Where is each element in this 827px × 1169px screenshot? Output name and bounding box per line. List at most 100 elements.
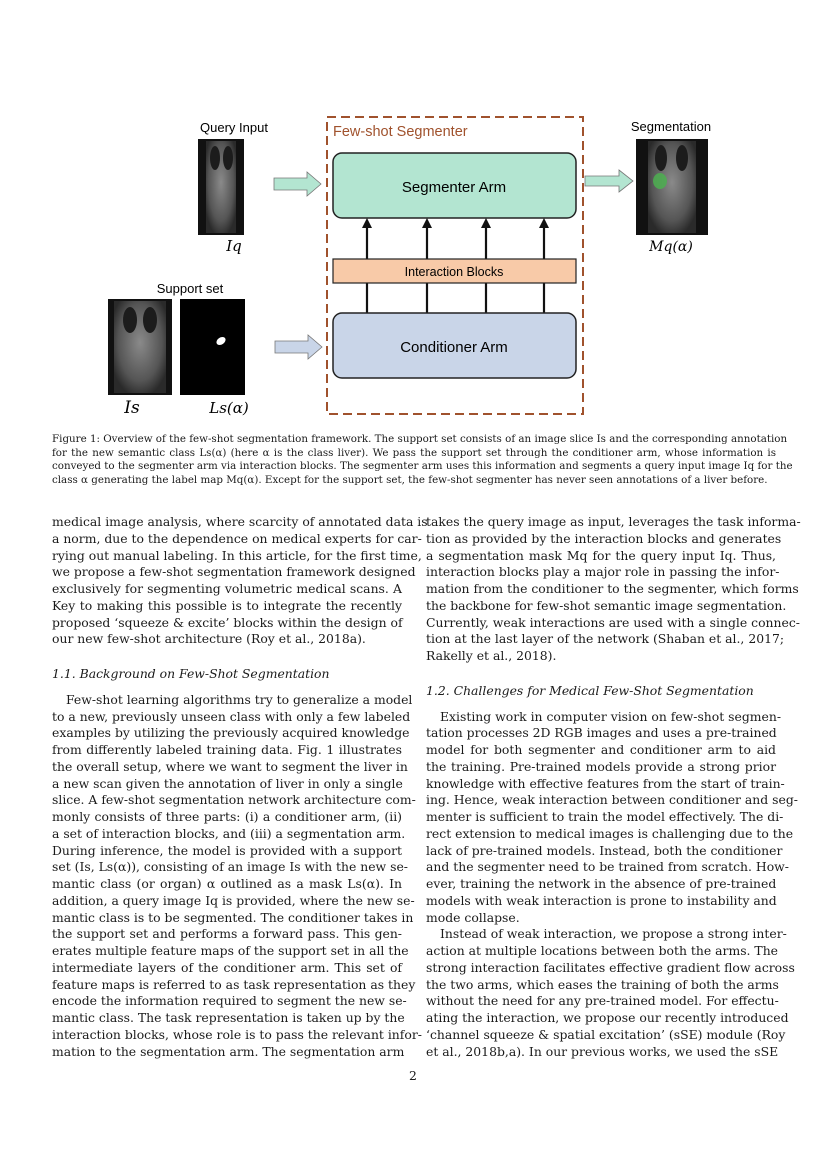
conditioner-arm-label: Conditioner Arm bbox=[400, 339, 508, 356]
text-line: without the need for any pre-trained mod… bbox=[426, 993, 779, 1009]
text-line: mantic class is to be segmented. The con… bbox=[52, 909, 414, 925]
page-number: 2 bbox=[409, 1068, 417, 1083]
text-line: strong interaction facilitates effective… bbox=[426, 959, 795, 975]
text-line: tion at the last layer of the network (S… bbox=[426, 631, 785, 647]
section-heading: 1.1. Background on Few-Shot Segmentation bbox=[52, 666, 330, 681]
text-line: model for both segmenter and conditioner… bbox=[426, 742, 776, 757]
text-line: tion as provided by the interaction bloc… bbox=[426, 530, 782, 546]
text-line: the overall setup, where we want to segm… bbox=[52, 758, 408, 774]
text-line: interaction blocks play a major role in … bbox=[426, 564, 780, 580]
text-line: Few-shot learning algorithms try to gene… bbox=[66, 691, 413, 707]
text-line: examples by utilizing the previously acq… bbox=[52, 725, 410, 741]
text-line: Key to making this possible is to integr… bbox=[52, 597, 402, 613]
spacer bbox=[426, 674, 776, 683]
interaction-blocks-label: Interaction Blocks bbox=[405, 265, 504, 279]
support-set-label: Support set bbox=[157, 281, 224, 296]
text-line: action at multiple locations between bot… bbox=[426, 943, 779, 958]
text-line: interaction blocks, whose role is to pas… bbox=[52, 1026, 422, 1042]
text-line: to a new, previously unseen class with o… bbox=[52, 708, 411, 724]
text-line: mode collapse. bbox=[426, 909, 520, 925]
text-line: from differently labeled training data. … bbox=[52, 742, 402, 757]
text-line: lack of pre-trained models. Instead, bot… bbox=[426, 842, 783, 858]
figure-caption: Figure 1: Overview of the few-shot segme… bbox=[52, 433, 793, 487]
text-line: addition, a query image Iq is provided, … bbox=[52, 892, 415, 908]
text-line: the backbone for few-shot semantic image… bbox=[426, 597, 787, 613]
text-line: the support set and performs a forward p… bbox=[52, 926, 402, 942]
support-mask-symbol: Ls(α) bbox=[208, 399, 249, 417]
text-line: ing. Hence, weak interaction between con… bbox=[426, 792, 798, 808]
few-shot-segmenter-title: Few-shot Segmenter bbox=[333, 124, 468, 140]
text-line: knowledge with effective features from t… bbox=[426, 775, 785, 791]
text-line: ever, training the network in the absenc… bbox=[426, 876, 777, 891]
text-line: Rakelly et al., 2018). bbox=[426, 648, 557, 663]
caption-line: class α generating the label map Mq(α). … bbox=[52, 473, 768, 486]
text-line: slice. A few-shot segmentation network a… bbox=[52, 792, 416, 808]
text-line: Currently, weak interactions are used wi… bbox=[426, 614, 800, 630]
interaction-blocks-box bbox=[332, 258, 577, 284]
text-line: models with weak interaction is prone to… bbox=[426, 892, 777, 908]
text-line: exclusively for segmenting volumetric me… bbox=[52, 581, 402, 596]
text-line: Existing work in computer vision on few-… bbox=[440, 708, 782, 724]
text-line: and the segmenter need to be trained fro… bbox=[426, 859, 789, 875]
text-line: proposed ‘squeeze & excite’ blocks withi… bbox=[52, 614, 403, 630]
output-symbol: Mq(α) bbox=[648, 239, 693, 255]
segmentation-label: Segmentation bbox=[631, 119, 711, 134]
text-line: set (Is, Ls(α)), consisting of an image … bbox=[52, 859, 408, 875]
caption-line: for the new semantic class Ls(α) (here α… bbox=[52, 446, 776, 459]
text-line: menter is sufficient to train the model … bbox=[426, 809, 784, 824]
spacer bbox=[52, 657, 402, 666]
spacer bbox=[426, 700, 776, 709]
query-input-label: Query Input bbox=[200, 120, 268, 135]
text-line: a norm, due to the dependence on medical… bbox=[52, 530, 422, 546]
support-ct-image bbox=[108, 299, 172, 395]
support-mask-image bbox=[180, 299, 245, 395]
spacer bbox=[426, 665, 776, 674]
query-ct-image bbox=[198, 139, 244, 235]
segmenter-arm-label: Segmenter Arm bbox=[402, 179, 506, 196]
segmenter-arm-box bbox=[332, 152, 577, 219]
query-symbol: Iq bbox=[225, 237, 242, 255]
text-line: medical image analysis, where scarcity o… bbox=[52, 514, 428, 529]
query-arrow bbox=[273, 171, 322, 197]
text-line: a new scan given the annotation of liver… bbox=[52, 775, 403, 791]
text-line: we propose a few-shot segmentation frame… bbox=[52, 564, 416, 580]
text-line: takes the query image as input, leverage… bbox=[426, 514, 801, 529]
text-line: mation from the conditioner to the segme… bbox=[426, 581, 799, 596]
text-line: mantic class. The task representation is… bbox=[52, 1010, 405, 1025]
text-line: monly consists of three parts: (i) a con… bbox=[52, 809, 402, 824]
left-column: medical image analysis, where scarcity o… bbox=[52, 514, 428, 1060]
text-line: ating the interaction, we propose our re… bbox=[426, 1010, 789, 1025]
output-arrow bbox=[584, 169, 634, 193]
support-arrow bbox=[274, 334, 323, 360]
spacer bbox=[52, 683, 402, 692]
arrowheads bbox=[362, 218, 549, 228]
text-line: Instead of weak interaction, we propose … bbox=[440, 926, 787, 942]
text-line: mantic class (or organ) α outlined as a … bbox=[52, 876, 402, 891]
section-heading: 1.2. Challenges for Medical Few-Shot Seg… bbox=[426, 682, 754, 698]
text-line: tation processes 2D RGB images and uses … bbox=[426, 725, 777, 741]
text-line: encode the information required to segme… bbox=[52, 993, 407, 1009]
conditioner-arm-box bbox=[332, 312, 577, 379]
spacer bbox=[52, 648, 402, 657]
text-line: rect extension to medical images is chal… bbox=[426, 825, 794, 841]
caption-line: Figure 1: Overview of the few-shot segme… bbox=[52, 433, 788, 445]
text-line: our new few-shot architecture (Roy et al… bbox=[52, 631, 366, 647]
liver-segmentation-mask bbox=[653, 173, 667, 189]
text-line: the two arms, which eases the training o… bbox=[426, 976, 779, 992]
text-line: intermediate layers of the conditioner a… bbox=[52, 959, 402, 975]
caption-line: conveyed to the segmenter arm via intera… bbox=[52, 460, 793, 473]
segmentation-output-image bbox=[636, 139, 708, 235]
text-line: the training. Pre-trained models provide… bbox=[426, 758, 776, 774]
text-line: a set of interaction blocks, and (iii) a… bbox=[52, 825, 406, 841]
text-line: a segmentation mask Mq for the query inp… bbox=[426, 547, 776, 563]
text-line: ‘channel squeeze & spatial excitation’ (… bbox=[426, 1026, 786, 1042]
text-line: et al., 2018b,a). In our previous works,… bbox=[426, 1043, 779, 1059]
text-line: rying out manual labeling. In this artic… bbox=[52, 547, 422, 563]
few-shot-segmenter-box bbox=[326, 116, 584, 415]
figure-1: Query Input Iq Few-shot Segmenter Segmen… bbox=[108, 116, 711, 418]
text-line: During inference, the model is provided … bbox=[52, 842, 402, 858]
text-line: feature maps is referred to as task repr… bbox=[52, 976, 416, 992]
support-image-symbol: Is bbox=[123, 398, 140, 418]
text-line: mation to the segmentation arm. The segm… bbox=[52, 1043, 405, 1059]
